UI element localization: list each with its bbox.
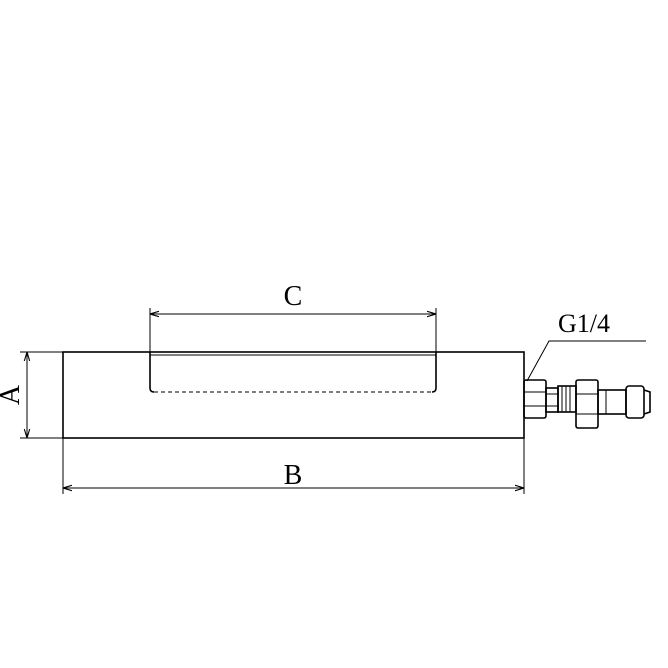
cylinder-body [62,351,525,439]
dimension-c [149,308,437,352]
dimension-a [20,351,63,439]
dimension-a-label: A [0,384,26,405]
dimension-c-label: C [284,281,303,312]
plunger-recess [149,352,437,393]
port-coupler-fitting [523,379,651,429]
dimension-b-label: B [284,460,303,491]
dimension-b [62,438,525,494]
port-leader-line [526,340,646,382]
port-label: G1/4 [558,309,610,338]
